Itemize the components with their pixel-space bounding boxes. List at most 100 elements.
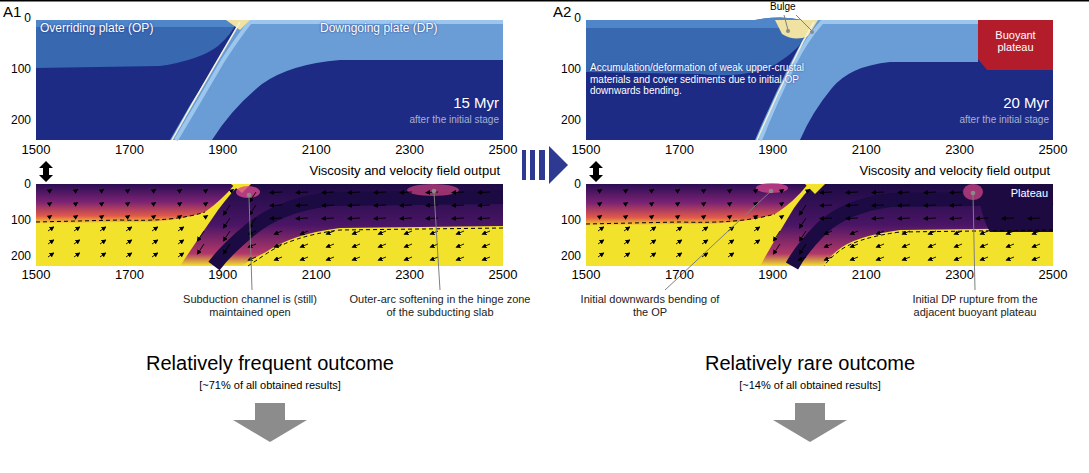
velocity-arrow	[799, 244, 806, 254]
plateau-label: Plateau	[1011, 187, 1048, 200]
arrow-head	[549, 146, 568, 184]
velocity-arrow	[270, 192, 282, 194]
velocity-arrow	[624, 253, 630, 257]
velocity-arrow	[178, 190, 182, 193]
velocity-arrow	[980, 244, 988, 247]
bulge-label: Bulge	[770, 1, 796, 13]
velocity-arrow	[650, 253, 656, 257]
model-a2	[586, 18, 1053, 141]
slab-core	[214, 197, 503, 266]
velocity-arrow	[126, 253, 132, 257]
annotation: Initial DP rupture from the adjacent buo…	[895, 293, 1055, 318]
velocity-arrow	[976, 218, 988, 220]
plateau-lithosphere	[978, 184, 1053, 232]
axis-tick: 2500	[489, 268, 518, 283]
velocity-arrow	[650, 190, 654, 193]
velocity-arrow	[326, 257, 334, 260]
velocity-arrow	[352, 257, 360, 260]
velocity-arrow	[478, 192, 490, 194]
velocity-arrow	[126, 227, 132, 231]
axis-tick: 1500	[572, 268, 601, 283]
outer-arc-softening	[407, 184, 459, 196]
velocity-arrow	[1006, 257, 1014, 260]
op-bending-zone	[756, 183, 788, 193]
velocity-arrow	[374, 218, 386, 220]
velocity-arrow	[872, 218, 884, 220]
outcome-title: Relatively frequent outcome	[146, 352, 394, 375]
velocity-arrow	[954, 244, 962, 247]
velocity-arrow	[820, 205, 832, 207]
velocity-arrow	[404, 257, 412, 260]
velocity-arrow	[452, 205, 464, 207]
velocity-arrow	[152, 253, 158, 257]
arrow-bar	[530, 150, 535, 180]
velocity-arrow	[478, 218, 490, 220]
velocity-arrow	[650, 203, 654, 206]
axis-tick: 2100	[302, 268, 331, 283]
velocity-arrow	[378, 257, 386, 260]
velocity-arrow	[850, 244, 858, 247]
velocity-arrow	[223, 218, 230, 228]
velocity-arrow	[348, 205, 360, 207]
velocity-arrow	[430, 257, 438, 260]
time-label: 15 Myr	[453, 94, 499, 111]
velocity-arrow	[846, 218, 858, 220]
velocity-arrow	[898, 218, 910, 220]
velocity-arrow	[702, 203, 706, 206]
velocity-arrow	[1032, 231, 1040, 234]
velocity-arrow	[824, 257, 832, 260]
velocity-arrow	[1032, 257, 1040, 260]
axis-tick: 1900	[208, 268, 237, 283]
axis-tick: 2300	[945, 268, 974, 283]
velocity-arrow	[452, 218, 464, 220]
axis-tick: 1900	[758, 143, 787, 158]
velocity-arrow	[152, 190, 156, 193]
velocity-arrow	[773, 231, 780, 241]
velocity-arrow	[728, 240, 734, 244]
axis-tick: 2500	[1039, 268, 1068, 283]
velocity-arrow	[326, 231, 334, 234]
annotation: Initial downwards bending of the OP	[580, 293, 720, 318]
velocity-arrow	[48, 190, 52, 193]
axis-tick: 0	[574, 12, 581, 26]
velocity-arrow	[954, 231, 962, 234]
velocity-arrow	[274, 257, 282, 260]
velocity-arrow	[249, 205, 256, 215]
velocity-arrow	[223, 205, 230, 215]
arrow-bar	[539, 150, 545, 180]
velocity-arrow	[1006, 244, 1014, 247]
velocity-arrow	[152, 203, 156, 206]
leader-dot	[810, 30, 814, 34]
velocity-arrow	[1002, 218, 1014, 220]
velocity-arrow	[482, 244, 490, 247]
velocity-arrow	[270, 205, 282, 207]
velocity-arrow	[274, 244, 282, 247]
velocity-arrow	[152, 227, 158, 231]
velocity-arrow	[178, 227, 184, 231]
velocity-arrow	[702, 216, 706, 219]
axis-tick: 1700	[665, 268, 694, 283]
velocity-arrow	[898, 205, 910, 207]
velocity-arrow	[178, 253, 184, 257]
velocity-arrow	[100, 240, 106, 244]
top-rule	[0, 0, 1089, 2]
axis-tick: 2100	[852, 143, 881, 158]
velocity-arrow	[326, 244, 334, 247]
velocity-arrow	[780, 203, 784, 206]
axis-tick: 1700	[115, 268, 144, 283]
velocity-arrow	[598, 190, 602, 193]
axis-tick: 1900	[758, 268, 787, 283]
axis-tick: 0	[574, 178, 581, 192]
outcome-share: [~14% of all obtained results]	[739, 379, 881, 392]
axis-tick: 2500	[1039, 143, 1068, 158]
model-a1	[36, 20, 503, 140]
velocity-arrow	[898, 192, 910, 194]
velocity-arrow	[876, 231, 884, 234]
outcome-share: [~71% of all obtained results]	[199, 379, 341, 392]
velocity-arrow	[296, 205, 308, 207]
velocity-arrow	[624, 227, 630, 231]
axis-tick: 1500	[22, 143, 51, 158]
velocity-arrow	[702, 190, 706, 193]
velocity-arrow	[924, 218, 936, 220]
